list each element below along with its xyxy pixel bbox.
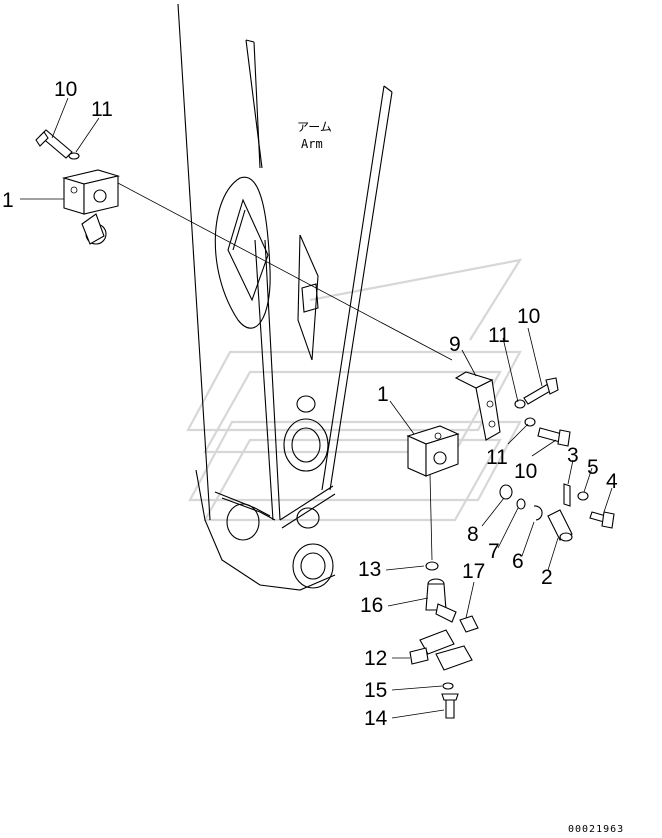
arm-label-en: Arm (301, 137, 323, 151)
washer-part-7 (516, 498, 526, 510)
washer-part-5 (577, 491, 589, 501)
callout-4: 4 (606, 470, 618, 493)
hose-fitting-stack (409, 561, 479, 719)
callout-12: 12 (364, 647, 387, 670)
callout-16: 16 (360, 594, 383, 617)
callout-1-mid: 1 (377, 383, 389, 406)
valve-assembly-top (35, 129, 121, 245)
washer-part-15 (442, 682, 454, 690)
callout-10-low: 10 (514, 460, 537, 483)
callout-17: 17 (462, 560, 485, 583)
callout-9: 9 (449, 333, 461, 356)
leader-lines (20, 97, 613, 719)
callout-5: 5 (587, 456, 599, 479)
callout-11-right: 11 (488, 324, 510, 347)
bolt-part-3 (563, 483, 571, 507)
callout-numbers: 1 10 11 9 11 10 1 11 10 3 5 4 8 7 6 2 13… (2, 78, 618, 730)
callout-11-top: 11 (91, 98, 113, 121)
callout-11-low: 11 (486, 446, 508, 469)
drawing-code: 00021963 (568, 824, 624, 835)
o-ring-part-13 (425, 561, 439, 571)
callout-10-top: 10 (54, 78, 77, 101)
callout-14: 14 (364, 707, 388, 730)
arm-body (177, 3, 393, 591)
callout-2: 2 (541, 566, 553, 589)
callout-7: 7 (488, 540, 500, 563)
callout-6: 6 (512, 550, 524, 573)
callout-13: 13 (358, 558, 381, 581)
callout-3: 3 (567, 444, 579, 467)
mounting-leader-line (115, 181, 453, 361)
snap-ring-part-6 (533, 505, 543, 521)
bolts-right (514, 377, 571, 447)
o-ring-part-8 (499, 484, 513, 500)
watermark-logo (186, 258, 523, 522)
clamp-part-12-b (435, 645, 473, 671)
callout-1-top: 1 (2, 189, 14, 212)
bolt-part-14 (445, 697, 455, 719)
callout-8: 8 (467, 523, 479, 546)
valve-assembly-mid (406, 425, 460, 561)
fittings-row (499, 483, 615, 542)
callout-10-right: 10 (517, 305, 540, 328)
callout-15: 15 (364, 679, 387, 702)
nut-part-17 (459, 615, 479, 633)
bracket-part-9 (454, 371, 501, 441)
arm-label-jp: アーム (297, 120, 332, 134)
